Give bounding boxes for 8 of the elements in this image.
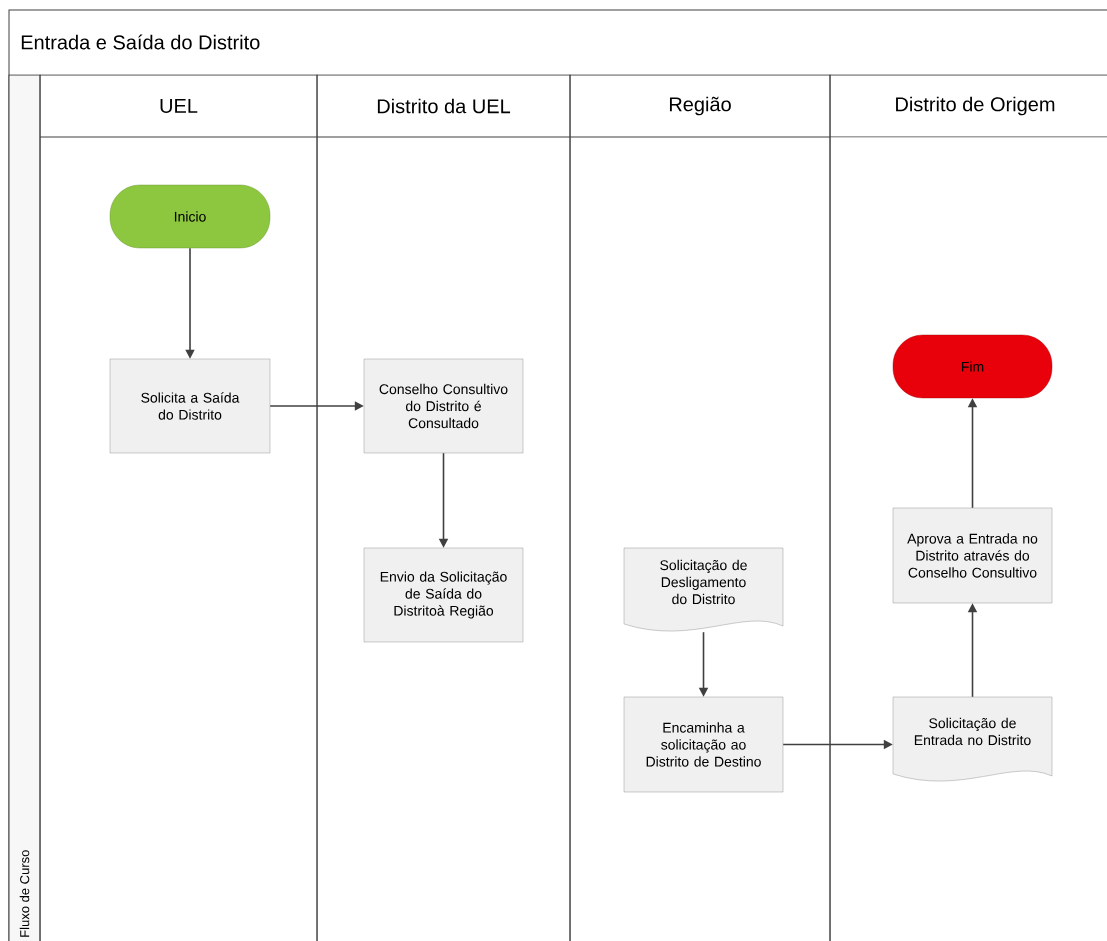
process-box: Solicita a Saída do Distrito <box>109 358 271 454</box>
process-box: Encaminha a solicitação ao Distrito de Destino <box>623 696 784 793</box>
process-box: Conselho Consultivo do Distrito é Consultado <box>363 358 524 454</box>
lane-band: Fluxo de Curso <box>8 74 41 941</box>
terminator: Inicio <box>109 184 271 249</box>
process-box: Envio da Solicitação de Saída do Distritoà Região <box>363 547 524 643</box>
process-box: Aprova a Entrada no Distrito através do Conselho Consultivo <box>892 507 1053 604</box>
terminator: Fim <box>892 334 1053 399</box>
